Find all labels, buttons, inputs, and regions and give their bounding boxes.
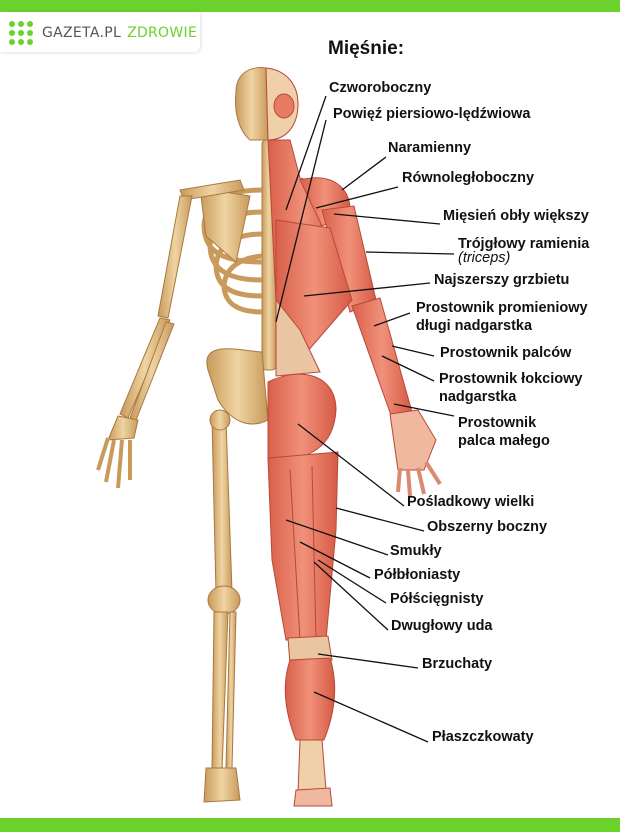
- leader-dwuglowy: [313, 561, 389, 631]
- label-lokciowy-1: Prostownik łokciowy: [439, 371, 583, 387]
- label-lokciowy-2: nadgarstka: [439, 389, 517, 405]
- leader-lokciowy: [381, 355, 435, 382]
- label-dwuglowy: Dwugłowy uda: [391, 618, 493, 634]
- leader-brzuchaty: [317, 653, 419, 669]
- label-obszerny: Obszerny boczny: [427, 519, 548, 535]
- leader-czworoboczny: [285, 95, 327, 211]
- leader-obszerny: [335, 507, 425, 532]
- label-promieniowy-1: Prostownik promieniowy: [416, 300, 588, 316]
- label-czworoboczny: Czworoboczny: [329, 80, 432, 96]
- logo-text: GAZETA.PL ZDROWIE: [42, 25, 197, 41]
- leader-smukly: [285, 519, 389, 556]
- label-malego-2: palca małego: [458, 433, 550, 449]
- label-polbloniasty: Półbłoniasty: [374, 567, 461, 583]
- label-naramienny: Naramienny: [388, 140, 472, 156]
- label-smukly: Smukły: [390, 543, 442, 559]
- label-malego-1: Prostownik: [458, 415, 537, 431]
- leader-polsciegnisty: [317, 559, 387, 604]
- label-powiez: Powięź piersiowo-lędźwiowa: [333, 106, 531, 122]
- leader-najszerszy: [303, 282, 431, 297]
- leader-oblywiekszy: [333, 213, 441, 225]
- bottom-accent-bar: [0, 818, 620, 832]
- label-plaszczkowaty: Płaszczkowaty: [432, 729, 534, 745]
- skeleton: [96, 67, 277, 803]
- leader-promieniowy: [373, 312, 411, 327]
- label-rownoleglo: Równoległoboczny: [402, 170, 535, 186]
- leader-lines: [275, 95, 455, 743]
- top-accent-bar: [0, 0, 620, 12]
- leader-powiez: [275, 119, 327, 323]
- label-promieniowy-2: długi nadgarstka: [416, 318, 533, 334]
- page-title: Mięśnie:: [328, 38, 405, 59]
- label-trojglowy: Trójgłowy ramienia: [458, 236, 590, 252]
- muscles: [265, 67, 442, 807]
- leader-trojglowy: [365, 251, 455, 255]
- label-najszerszy: Najszerszy grzbietu: [434, 272, 570, 288]
- leader-naramienny: [341, 156, 387, 191]
- leader-palcow: [391, 345, 435, 357]
- leader-malego: [393, 403, 455, 417]
- gazeta-dots-icon: [9, 21, 33, 45]
- label-trojglowy-sub: (triceps): [458, 250, 511, 266]
- leader-polbloniasty: [299, 541, 371, 579]
- gazeta-logo[interactable]: GAZETA.PL ZDROWIE: [0, 12, 200, 52]
- logo-section-name: ZDROWIE: [127, 25, 198, 41]
- leader-rownoleglo: [315, 186, 399, 209]
- label-polsciegnisty: Półścięgnisty: [390, 591, 484, 607]
- leader-plaszczkowaty: [313, 691, 429, 743]
- label-palcow: Prostownik palców: [440, 345, 572, 361]
- logo-brand-name: GAZETA.PL: [42, 25, 122, 41]
- label-posladkowy: Pośladkowy wielki: [407, 494, 535, 510]
- label-brzuchaty: Brzuchaty: [422, 656, 493, 672]
- label-obly-wiekszy: Mięsień obły większy: [443, 208, 589, 224]
- leader-posladkowy: [297, 423, 405, 507]
